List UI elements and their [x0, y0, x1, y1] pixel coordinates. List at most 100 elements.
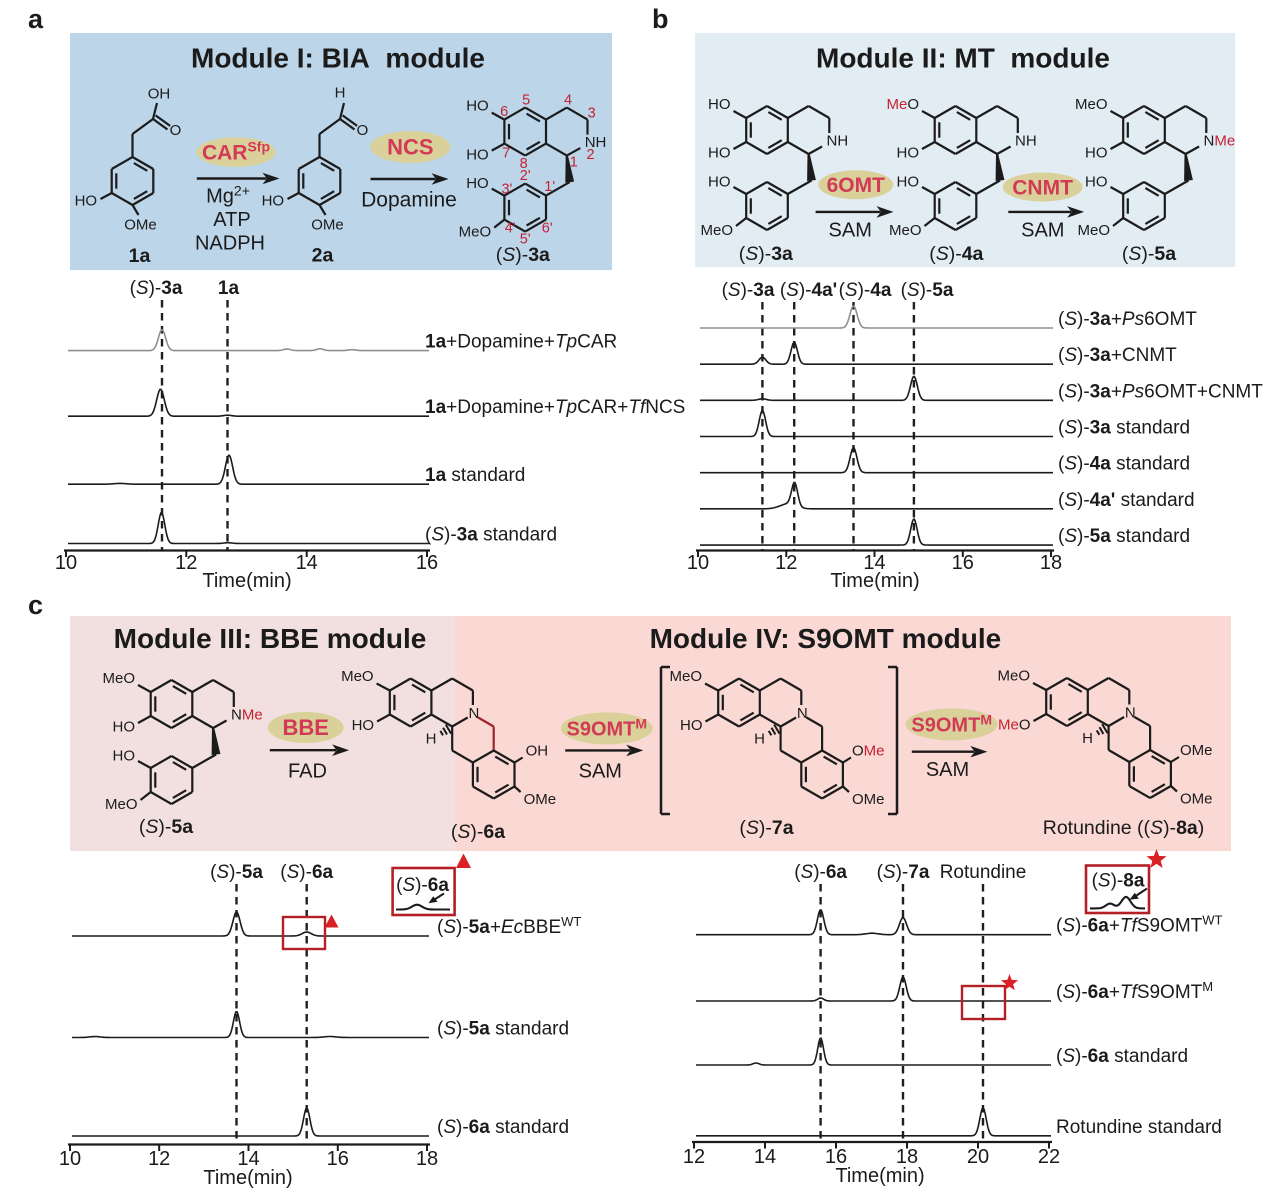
svg-text:CARSfp: CARSfp: [202, 139, 270, 165]
svg-text:18: 18: [896, 1146, 918, 1168]
svg-text:MeO: MeO: [997, 668, 1030, 685]
svg-text:(S)-3a: (S)-3a: [722, 280, 775, 301]
svg-text:HO: HO: [352, 717, 375, 734]
svg-text:HO: HO: [113, 719, 136, 736]
svg-text:12: 12: [775, 552, 797, 574]
svg-text:O: O: [170, 122, 182, 139]
svg-text:2a: 2a: [312, 245, 334, 267]
svg-text:(S)-6a: (S)-6a: [396, 875, 449, 896]
svg-text:SAM: SAM: [926, 759, 969, 781]
svg-text:HO: HO: [1085, 145, 1108, 162]
svg-text:N: N: [797, 705, 808, 722]
svg-text:Rotundine standard: Rotundine standard: [1056, 1117, 1222, 1138]
svg-text:MeO: MeO: [105, 796, 138, 813]
svg-text:(S)-3a standard: (S)-3a standard: [425, 525, 557, 546]
svg-text:Module I: BIA module: Module I: BIA module: [191, 43, 485, 74]
svg-text:N: N: [1125, 705, 1136, 722]
svg-text:(S)-6a: (S)-6a: [794, 862, 847, 883]
svg-text:(S)-6a: (S)-6a: [451, 821, 505, 843]
svg-text:BBE: BBE: [282, 715, 328, 740]
svg-text:10: 10: [59, 1148, 81, 1170]
svg-text:b: b: [652, 4, 669, 34]
svg-text:(S)-5a: (S)-5a: [139, 816, 193, 838]
svg-text:OMe: OMe: [124, 217, 157, 234]
svg-text:(S)-3a: (S)-3a: [496, 244, 550, 266]
svg-text:HO: HO: [113, 748, 136, 765]
svg-text:Mg2+: Mg2+: [206, 183, 250, 208]
svg-text:HO: HO: [75, 192, 98, 209]
svg-text:2: 2: [586, 147, 594, 163]
svg-text:(S)-4a: (S)-4a: [839, 280, 892, 301]
svg-text:SAM: SAM: [829, 220, 872, 242]
svg-text:NMe: NMe: [1204, 133, 1236, 150]
svg-text:OMe: OMe: [1180, 742, 1213, 759]
svg-text:FAD: FAD: [288, 761, 327, 783]
svg-text:O: O: [357, 122, 369, 139]
svg-text:NH: NH: [585, 134, 607, 151]
svg-text:Rotundine ((S)-8a): Rotundine ((S)-8a): [1043, 817, 1205, 839]
svg-text:12: 12: [148, 1148, 170, 1170]
svg-text:Module III: BBE module: Module III: BBE module: [114, 623, 427, 654]
svg-text:OMe: OMe: [852, 743, 885, 760]
svg-text:H: H: [754, 731, 765, 748]
svg-text:Dopamine: Dopamine: [361, 188, 457, 211]
svg-text:OH: OH: [148, 85, 171, 102]
svg-text:(S)-6a standard: (S)-6a standard: [1056, 1046, 1188, 1067]
svg-text:3: 3: [588, 106, 596, 122]
svg-text:(S)-6a standard: (S)-6a standard: [437, 1117, 569, 1138]
svg-text:HO: HO: [466, 175, 489, 192]
svg-text:(S)-4a' standard: (S)-4a' standard: [1058, 490, 1195, 511]
svg-text:MeO: MeO: [998, 716, 1031, 733]
svg-text:MeO: MeO: [889, 222, 922, 239]
svg-text:HO: HO: [897, 145, 920, 162]
svg-text:18: 18: [1040, 552, 1062, 574]
svg-text:OMe: OMe: [1180, 791, 1213, 808]
svg-text:MeO: MeO: [886, 96, 919, 113]
svg-text:(S)-3a: (S)-3a: [739, 243, 793, 265]
svg-text:OMe: OMe: [524, 791, 557, 808]
svg-text:MeO: MeO: [341, 668, 374, 685]
svg-text:14: 14: [754, 1146, 776, 1168]
svg-text:NCS: NCS: [387, 135, 433, 160]
svg-text:OMe: OMe: [852, 791, 885, 808]
svg-text:a: a: [28, 4, 44, 34]
svg-text:10: 10: [687, 552, 709, 574]
svg-text:(S)-5a: (S)-5a: [210, 862, 263, 883]
svg-text:MeO: MeO: [669, 668, 702, 685]
svg-text:2': 2': [520, 168, 531, 184]
svg-text:(S)-3a+CNMT: (S)-3a+CNMT: [1058, 345, 1177, 366]
svg-text:22: 22: [1038, 1146, 1060, 1168]
svg-text:(S)-5a: (S)-5a: [901, 280, 954, 301]
svg-text:(S)-5a standard: (S)-5a standard: [437, 1019, 569, 1040]
svg-text:4: 4: [564, 93, 572, 109]
svg-text:CNMT: CNMT: [1012, 176, 1073, 199]
svg-text:MeO: MeO: [102, 670, 135, 687]
svg-text:14: 14: [296, 552, 318, 574]
svg-text:H: H: [1082, 730, 1093, 747]
svg-text:16: 16: [825, 1146, 847, 1168]
svg-text:(S)-5a standard: (S)-5a standard: [1058, 526, 1190, 547]
svg-text:1a+Dopamine+TpCAR+TfNCS: 1a+Dopamine+TpCAR+TfNCS: [425, 397, 685, 418]
svg-text:4': 4': [505, 221, 516, 237]
svg-text:Time(min): Time(min): [202, 570, 291, 592]
svg-text:SAM: SAM: [579, 761, 622, 783]
svg-text:N: N: [468, 705, 479, 722]
svg-text:HO: HO: [708, 174, 731, 191]
svg-text:MeO: MeO: [1075, 96, 1108, 113]
svg-text:SAM: SAM: [1021, 220, 1064, 242]
svg-text:5: 5: [522, 93, 530, 109]
svg-text:H: H: [335, 84, 346, 101]
svg-text:(S)-8a: (S)-8a: [1092, 871, 1145, 892]
svg-text:12: 12: [683, 1146, 705, 1168]
svg-text:HO: HO: [680, 717, 703, 734]
svg-text:Time(min): Time(min): [830, 570, 919, 592]
svg-text:S9OMTM: S9OMTM: [911, 712, 992, 737]
svg-text:OH: OH: [526, 743, 549, 760]
svg-text:Time(min): Time(min): [835, 1165, 924, 1187]
svg-text:18: 18: [416, 1148, 438, 1170]
svg-text:10: 10: [55, 552, 77, 574]
svg-text:Time(min): Time(min): [203, 1167, 292, 1189]
svg-text:(S)-4a: (S)-4a: [929, 243, 983, 265]
svg-text:(S)-4a': (S)-4a': [780, 280, 837, 301]
svg-text:c: c: [28, 590, 43, 620]
